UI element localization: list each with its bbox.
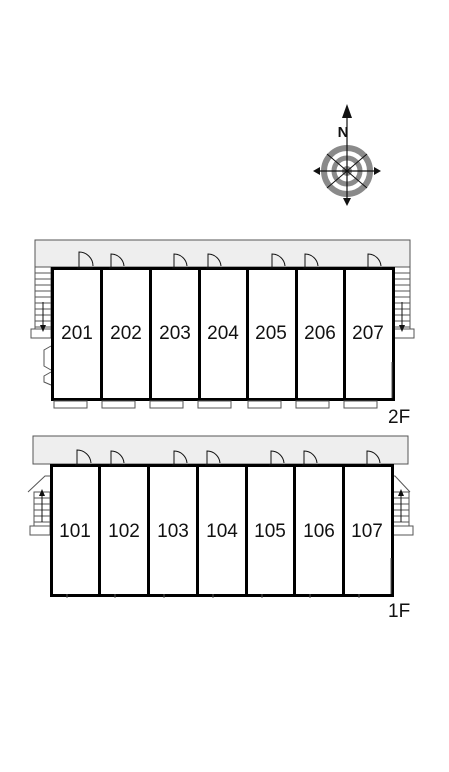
unit-206[interactable]: 206 — [295, 267, 346, 401]
walkway-2f — [34, 239, 411, 268]
unit-105[interactable]: 105 — [245, 464, 296, 597]
unit-label: 105 — [254, 521, 286, 542]
unit-label: 205 — [255, 323, 287, 344]
door-swings-1f — [75, 449, 381, 466]
unit-label: 203 — [159, 323, 191, 344]
unit-label: 103 — [157, 521, 189, 542]
unit-202[interactable]: 202 — [100, 267, 152, 401]
unit-label: 107 — [351, 521, 383, 542]
unit-107[interactable]: 107 — [342, 464, 394, 597]
unit-label: 207 — [352, 323, 384, 344]
walkway-1f — [32, 435, 409, 465]
floor-label-2f: 2F — [388, 407, 410, 428]
unit-205[interactable]: 205 — [246, 267, 298, 401]
unit-104[interactable]: 104 — [196, 464, 248, 597]
unit-201[interactable]: 201 — [51, 267, 103, 401]
floor-2f: 201 202 203 204 205 206 207 — [30, 239, 415, 428]
stair-right-2f — [393, 266, 415, 339]
floor-1f: 101 102 103 104 105 106 107 — [27, 435, 414, 622]
stair-left-2f — [30, 266, 52, 339]
compass-rose-icon — [313, 104, 381, 206]
unit-label: 201 — [61, 323, 93, 344]
unit-label: 204 — [207, 323, 239, 344]
unit-106[interactable]: 106 — [293, 464, 345, 597]
door-swings-2f — [77, 251, 382, 269]
unit-203[interactable]: 203 — [149, 267, 201, 401]
unit-102[interactable]: 102 — [98, 464, 150, 597]
unit-103[interactable]: 103 — [147, 464, 199, 597]
unit-204[interactable]: 204 — [198, 267, 249, 401]
balconies-2f — [53, 400, 378, 409]
unit-label: 101 — [59, 521, 91, 542]
stair-left-1f — [27, 475, 51, 536]
north-label: N — [338, 124, 349, 141]
unit-label: 104 — [206, 521, 238, 542]
floor-label-1f: 1F — [388, 601, 410, 622]
side-fixture-2f — [43, 345, 52, 386]
window-ticks-1f — [66, 594, 360, 598]
unit-label: 202 — [110, 323, 142, 344]
unit-101[interactable]: 101 — [50, 464, 101, 597]
unit-label: 102 — [108, 521, 140, 542]
unit-label: 106 — [303, 521, 335, 542]
unit-label: 206 — [304, 323, 336, 344]
stair-right-1f — [390, 475, 414, 536]
unit-207[interactable]: 207 — [343, 267, 395, 401]
